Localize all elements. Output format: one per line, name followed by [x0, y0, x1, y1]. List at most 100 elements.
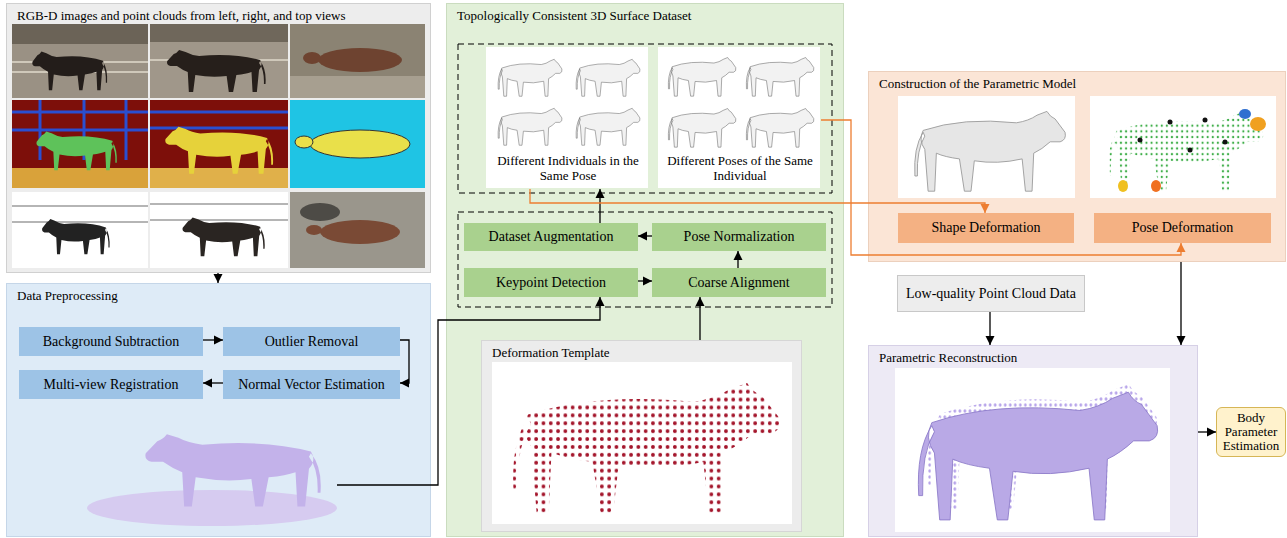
process-box: Dataset Augmentation [464, 223, 638, 251]
panel-title: Data Preprocessing [17, 288, 118, 303]
illustration-part [658, 47, 820, 188]
flow-arrow [989, 312, 990, 345]
process-box: Low-quality Point Cloud Data [897, 275, 1085, 312]
illustration-part [145, 434, 320, 506]
process-box: Keypoint Detection [464, 268, 638, 297]
illustration-part [746, 109, 814, 148]
illustration-part [150, 127, 288, 130]
illustration-part [83, 100, 86, 160]
image-caption: Different Individuals in the Same Pose [493, 153, 643, 183]
group-panel: Parametric Reconstruction [868, 345, 1198, 537]
illustration-part [1118, 180, 1128, 192]
illustration-part [12, 111, 148, 114]
illustration-part [918, 392, 1157, 520]
panel-title: Parametric Reconstruction [879, 350, 1017, 365]
illustration-part [150, 203, 288, 205]
panel-title: RGB-D images and point clouds from left,… [17, 8, 346, 23]
illustration-part [498, 108, 562, 145]
illustration-part [1108, 111, 1263, 191]
illustration-part [12, 24, 148, 98]
illustration-part [300, 203, 340, 221]
illustration-part [492, 362, 792, 524]
illustration-part [668, 109, 736, 148]
illustration-part [150, 24, 288, 98]
illustration-part [150, 192, 288, 268]
illustration-part [1223, 140, 1228, 145]
process-box: Normal Vector Estimation [223, 370, 400, 399]
box-label: Dataset Augmentation [489, 229, 614, 245]
box-label: Shape Deformation [931, 220, 1040, 236]
illustration-part [668, 58, 736, 97]
illustration-part [915, 111, 1066, 191]
illustration-part [12, 221, 148, 223]
process-box: Outlier Removal [223, 327, 400, 356]
illustration-part [150, 219, 288, 221]
group-panel: Deformation Template [481, 340, 802, 532]
illustration-part [290, 76, 425, 98]
illustration-part [290, 100, 425, 188]
illustration-part [576, 108, 640, 145]
illustration-part [320, 220, 400, 244]
illustration-part [290, 192, 425, 268]
illustration-part [12, 61, 148, 63]
illustration-part [39, 100, 42, 160]
illustration-part [150, 168, 288, 188]
illustration-part [12, 205, 148, 207]
illustration-part [1239, 109, 1251, 119]
illustration-part [337, 484, 431, 485]
illustration-part [150, 100, 288, 188]
illustration-part [150, 59, 288, 61]
illustration-part [150, 24, 288, 42]
illustration-part [32, 52, 107, 91]
process-box: Multi-view Registration [19, 370, 203, 399]
box-label: Multi-view Registration [44, 377, 179, 393]
illustration-part [290, 24, 425, 98]
illustration-part [486, 47, 648, 188]
illustration-part [42, 219, 110, 254]
illustration-part [895, 368, 1170, 532]
illustration-part [498, 59, 562, 96]
box-label: Low-quality Point Cloud Data [906, 286, 1076, 302]
box-label: Normal Vector Estimation [238, 377, 385, 393]
illustration-part [12, 129, 148, 132]
image-caption: Different Poses of the Same Individual [665, 153, 815, 183]
illustration-part [458, 44, 832, 193]
illustration-part [898, 96, 1075, 198]
illustration-part [167, 50, 266, 92]
panel-title: Topologically Consistent 3D Surface Data… [457, 8, 691, 23]
panel-title: Deformation Template [492, 345, 610, 360]
illustration-part [125, 100, 128, 160]
box-label: Pose Deformation [1132, 220, 1233, 236]
illustration-part [12, 100, 148, 188]
illustration-part [746, 58, 814, 97]
image-panel: Different Poses of the Same Individual [659, 48, 821, 189]
illustration-part [12, 192, 148, 268]
flow-arrow [1180, 262, 1181, 345]
illustration-part [36, 132, 116, 171]
box-label: Coarse Alignment [688, 275, 790, 291]
illustration-part [150, 111, 288, 114]
process-box: Pose Deformation [1094, 213, 1271, 243]
box-label: Body Parameter Estimation [1217, 411, 1285, 453]
flow-arrow [217, 273, 218, 283]
illustration-part [303, 52, 321, 64]
image-panel: Different Individuals in the Same Pose [487, 48, 649, 189]
illustration-part [1168, 120, 1173, 125]
illustration-part [12, 168, 148, 188]
illustration-part [1138, 138, 1143, 143]
illustration-part [1188, 148, 1193, 153]
process-box: Background Subtraction [19, 327, 203, 356]
illustration-part [165, 127, 273, 174]
illustration-part [1250, 117, 1266, 131]
illustration-part [1203, 118, 1208, 123]
panel-title: Construction of the Parametric Model [879, 76, 1076, 91]
illustration-part [458, 212, 832, 307]
illustration-part [576, 59, 640, 96]
group-panel: Construction of the Parametric ModelShap… [868, 71, 1286, 262]
illustration-part [310, 130, 410, 158]
box-label: Pose Normalization [684, 229, 795, 245]
process-box: Coarse Alignment [652, 268, 826, 297]
box-label: Keypoint Detection [496, 275, 606, 291]
process-box: Pose Normalization [652, 223, 826, 251]
